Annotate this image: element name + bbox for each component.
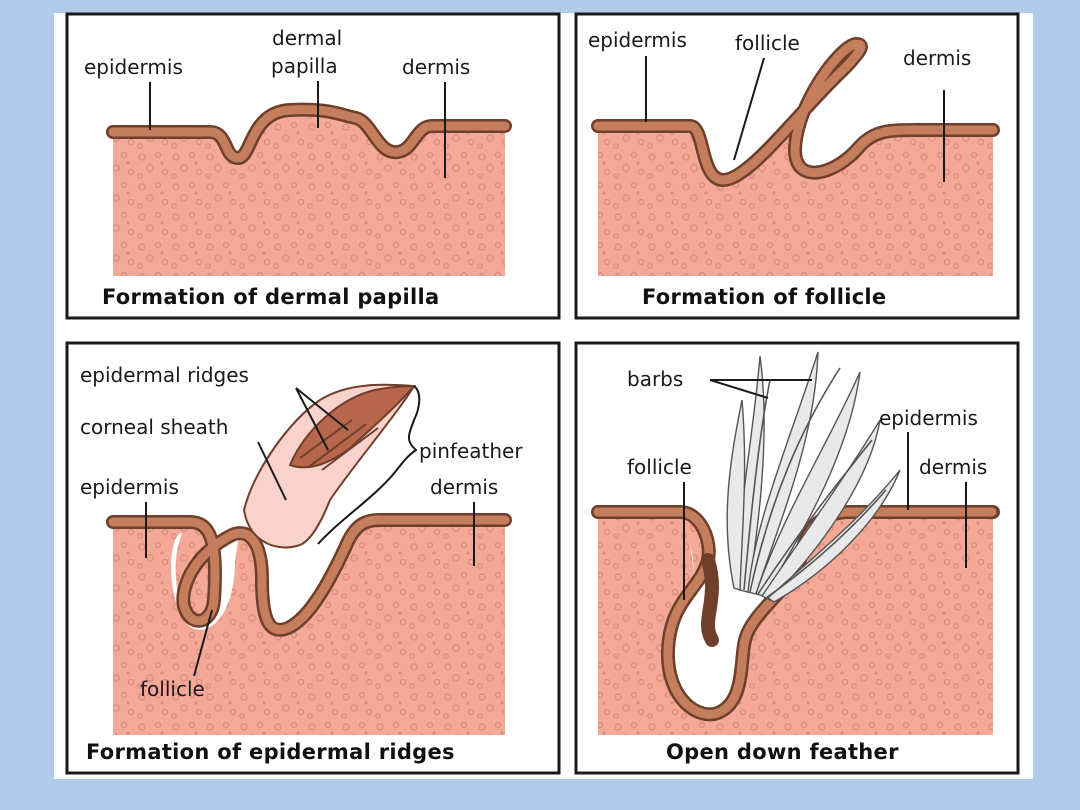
pointer-ridges-1 (295, 387, 329, 451)
pointer-follicle (733, 57, 765, 161)
pinfeather-brace (317, 385, 421, 545)
caption-open-down-feather: Open down feather (666, 740, 899, 764)
label-dermis: dermis (430, 475, 498, 499)
pointer-corneal-sheath (257, 441, 287, 501)
label-dermis: dermis (402, 55, 470, 79)
dermis-tissue (598, 512, 993, 735)
caption-epidermal-ridges: Formation of epidermal ridges (86, 740, 455, 764)
label-epidermis: epidermis (588, 28, 687, 52)
label-follicle: follicle (735, 31, 800, 55)
panel-follicle: epidermis follicle dermis Formation of f… (574, 12, 1020, 320)
label-papilla: papilla (271, 54, 338, 78)
label-epidermis: epidermis (84, 55, 183, 79)
label-barbs: barbs (627, 367, 683, 391)
label-dermis: dermis (903, 46, 971, 70)
label-follicle: follicle (627, 455, 692, 479)
follicle-cavity (718, 90, 760, 166)
panel-dermal-papilla: epidermis dermal papilla dermis Formatio… (65, 12, 561, 320)
epidermal-ridges-shape (288, 384, 417, 469)
caption-dermal-papilla: Formation of dermal papilla (102, 285, 439, 309)
label-corneal-sheath: corneal sheath (80, 415, 228, 439)
label-epidermis: epidermis (879, 406, 978, 430)
label-dermal: dermal (272, 26, 342, 50)
label-epidermal-ridges: epidermal ridges (80, 363, 249, 387)
pointer-follicle (193, 609, 213, 677)
down-feather-barbs (726, 351, 901, 603)
label-follicle: follicle (140, 677, 205, 701)
panel-open-down-feather: barbs epidermis follicle dermis Open dow… (574, 341, 1020, 775)
label-dermis: dermis (919, 455, 987, 479)
label-pinfeather: pinfeather (419, 439, 523, 463)
panel-epidermal-ridges: epidermal ridges corneal sheath pinfeath… (65, 341, 561, 775)
label-epidermis: epidermis (80, 475, 179, 499)
pointer-barbs-2 (709, 379, 769, 399)
caption-follicle: Formation of follicle (642, 285, 886, 309)
pointer-ridges-2 (295, 387, 349, 431)
